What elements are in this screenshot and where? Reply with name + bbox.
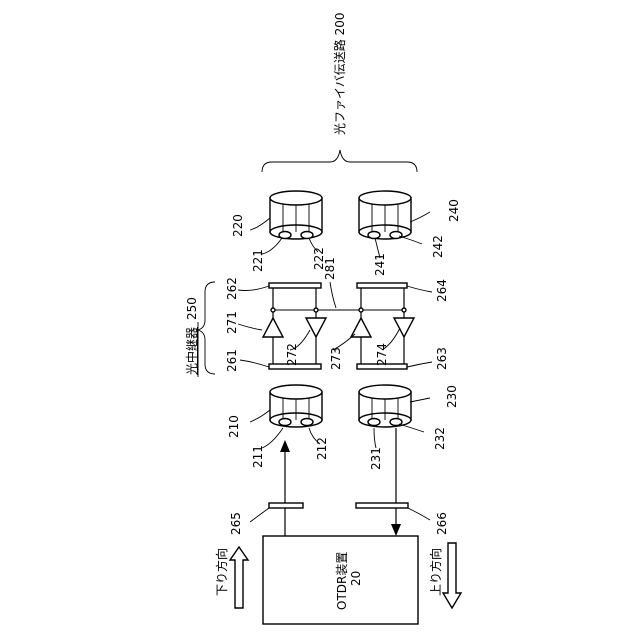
label-272: 272 [285,343,299,366]
fiber-cable-240 [359,191,411,239]
otdr-device-name: OTDR装置 [335,552,349,610]
downstream-arrow-icon [230,547,248,608]
label-273: 273 [329,347,343,370]
upstream-arrow-icon [443,543,461,608]
downstream-direction-label: 下り方向 [214,548,229,596]
downlink-arrow [280,440,290,452]
label-274: 274 [375,343,389,366]
label-261: 261 [225,349,239,372]
label-210: 210 [227,415,241,438]
label-212: 212 [315,437,329,460]
amplifier-272 [306,318,326,337]
label-266: 266 [435,512,449,535]
label-241: 241 [373,253,387,276]
otdr-device-number: 20 [349,571,363,586]
label-232: 232 [433,427,447,450]
amplifier-273 [351,318,371,337]
label-231: 231 [369,447,383,470]
label-221: 221 [251,249,265,272]
label-271: 271 [225,311,239,334]
label-230: 230 [445,385,459,408]
fiber-line-brace [262,150,417,172]
uplink-arrow [391,524,401,536]
fiber-cable-220 [270,191,322,239]
fiber-cable-230 [359,385,411,427]
amplifier-271 [263,318,283,337]
upstream-direction-label: 上り方向 [428,548,443,596]
label-240: 240 [447,199,461,222]
label-220: 220 [231,214,245,237]
plate-262 [269,283,321,288]
label-211: 211 [251,445,265,468]
fiber-line-title: 光ファイバ伝送路 200 [332,13,347,135]
label-242: 242 [431,235,445,258]
fiber-cable-210 [270,385,322,427]
label-265: 265 [229,512,243,535]
filter-265 [269,503,303,508]
repeater-number: 250 [185,297,199,320]
label-281: 281 [323,257,337,280]
repeater-brace [198,282,215,374]
label-262: 262 [225,277,239,300]
repeater-title: 光中継器 [184,327,199,375]
label-263: 263 [435,347,449,370]
filter-266 [356,503,408,508]
plate-264 [357,283,407,288]
label-264: 264 [435,279,449,302]
